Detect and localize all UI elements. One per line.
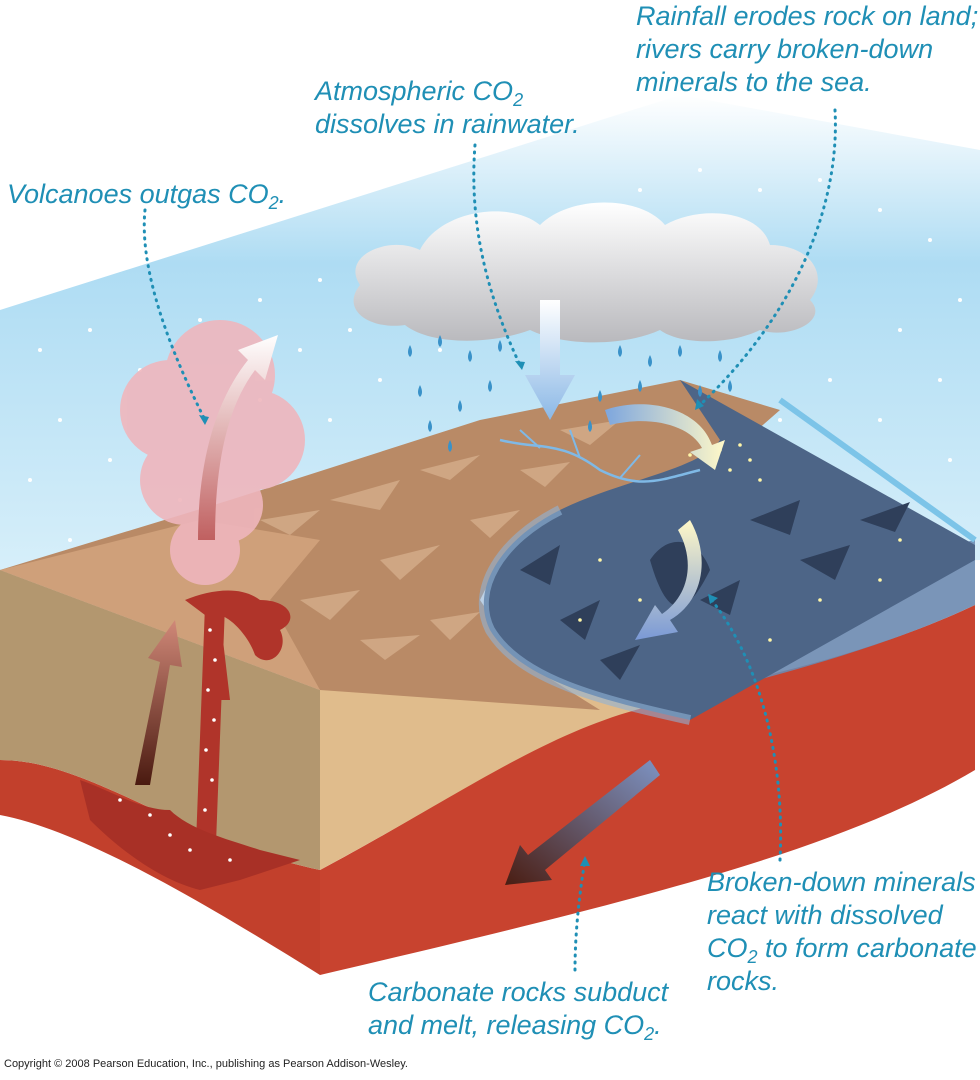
label-volcanoes-end: . [278,179,287,209]
label-volcanoes-subscript: 2 [268,193,279,213]
label-atmospheric-subscript: 2 [513,90,524,110]
label-carbonate-end: . [654,1010,662,1040]
label-rainfall-line2: rivers carry broken-down [636,34,934,64]
magma-rising-arrow [135,620,182,785]
label-broken-subscript: 2 [747,947,758,967]
rain-down-arrow [525,300,575,420]
copyright-notice: Copyright © 2008 Pearson Education, Inc.… [4,1058,408,1070]
ocean-rim [478,505,692,725]
magma-conduit [195,605,225,870]
river [499,438,701,483]
label-rainfall-line1: Rainfall erodes rock on land; [636,1,979,31]
label-volcanoes-line: Volcanoes outgas CO2. [7,178,287,213]
land-top-light [0,520,320,690]
subduction-arrow [505,760,660,885]
magma-bubbles [118,628,232,862]
land-erosion-pattern [260,420,620,660]
label-atmospheric-co2: Atmospheric CO2 dissolves in rainwater. [315,75,580,141]
label-carbonate-line2-text: and melt, releasing CO [368,1010,645,1040]
label-broken-line3-text: to form carbonate [757,933,977,963]
magma-chamber [80,780,300,890]
label-carbonate-subduct: Carbonate rocks subduct and melt, releas… [368,976,669,1044]
ocean-edge-highlight [778,397,977,543]
label-broken-line1: Broken-down minerals [707,867,976,897]
label-carbonate-line2: and melt, releasing CO2. [368,1009,668,1044]
label-volcanoes-outgas: Volcanoes outgas CO2. [7,178,287,213]
label-atmospheric-line1: Atmospheric CO2 [315,75,580,110]
label-rainfall-line3: minerals to the sea. [636,67,872,97]
label-atmospheric-line2: dissolves in rainwater. [315,109,580,139]
label-volcanoes-text: Volcanoes outgas CO [7,179,269,209]
label-broken-line2: react with dissolved [707,900,943,930]
label-atmospheric-line1-text: Atmospheric CO [315,76,514,106]
river-tributary [519,429,641,479]
mantle-layer-right [320,605,975,975]
label-rainfall-erodes: Rainfall erodes rock on land; rivers car… [636,0,978,99]
river-to-sea-arrow [605,404,725,470]
ocean [483,380,975,720]
cloud [353,202,818,343]
label-broken-co: CO [707,933,748,963]
label-broken-line4: rocks. [707,966,780,996]
label-carbonate-subscript: 2 [644,1024,655,1044]
label-broken-line3: CO2 to form carbonate [707,932,977,967]
label-carbonate-line1: Carbonate rocks subduct [368,977,669,1007]
leader-arrowheads [199,361,718,866]
carbonate-formation-arrow [635,520,702,640]
label-broken-down-minerals: Broken-down minerals react with dissolve… [707,866,977,998]
outgas-arrow [198,335,278,540]
raindrops [408,335,732,452]
leader-lines [142,108,837,972]
